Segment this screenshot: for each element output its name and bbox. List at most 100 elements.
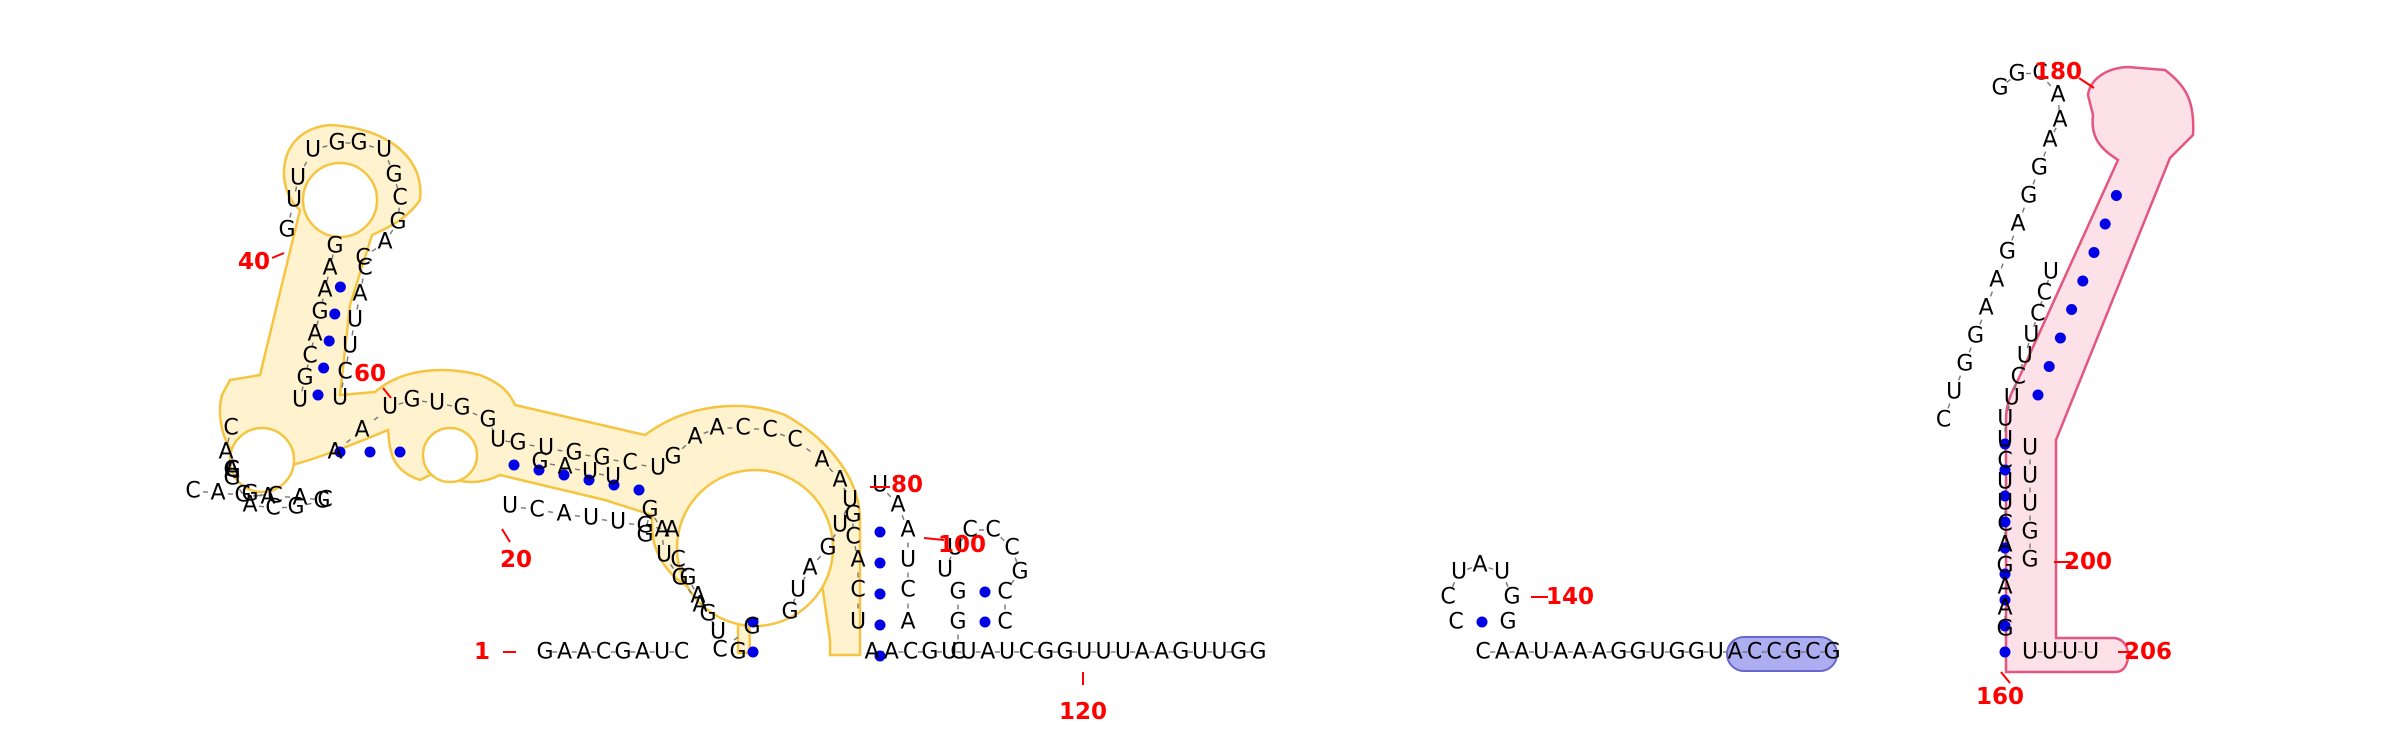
nucleotide: C: [392, 186, 407, 211]
nucleotide: G: [1824, 640, 1841, 665]
nucleotide: G: [1172, 640, 1189, 665]
backbone-link: [372, 249, 376, 252]
nucleotide: U: [605, 465, 621, 490]
backbone-link: [602, 520, 607, 521]
backbone-link: [629, 524, 634, 525]
nucleotide: C: [1936, 408, 1951, 433]
nucleotide: A: [1572, 640, 1587, 665]
base-pair-dot: [365, 447, 376, 458]
nucleotide: U: [429, 391, 445, 416]
backbone-link: [614, 460, 619, 461]
nucleotide: A: [1495, 640, 1510, 665]
nucleotide: U: [1076, 640, 1092, 665]
nucleotide: U: [872, 473, 888, 498]
nucleotide: A: [576, 640, 591, 665]
nucleotide: U: [342, 334, 358, 359]
nucleotide: A: [692, 593, 707, 618]
backbone-link: [447, 405, 452, 406]
nucleotide: U: [2043, 260, 2059, 285]
index-label-100: 100: [938, 532, 986, 558]
backbone-link: [1467, 568, 1472, 570]
nucleotide: A: [556, 502, 571, 527]
nucleotide: A: [980, 640, 995, 665]
nucleotide: U: [900, 548, 916, 573]
backbone-link: [550, 464, 555, 465]
nucleotide: A: [1979, 296, 1994, 321]
nucleotide: A: [352, 282, 367, 307]
nucleotide: G: [664, 445, 681, 470]
nucleotide: C: [787, 428, 802, 453]
nucleotide: G: [313, 489, 330, 514]
nucleotide: C: [712, 638, 727, 663]
nucleotide: G: [326, 234, 343, 259]
nucleotide: G: [2031, 156, 2048, 181]
backbone-link: [642, 465, 647, 466]
nucleotide: A: [557, 640, 572, 665]
backbone-link: [1489, 568, 1494, 570]
nucleotide: C: [1805, 640, 1820, 665]
index-tick: [502, 529, 510, 542]
nucleotide: A: [327, 440, 342, 465]
nucleotide: G: [729, 640, 746, 665]
nucleotide: A: [1514, 640, 1529, 665]
nucleotide: G: [1991, 76, 2008, 101]
nucleotide: A: [354, 418, 369, 443]
nucleotide: U: [1115, 640, 1131, 665]
nucleotide: A: [709, 416, 724, 441]
nucleotide: A: [900, 518, 915, 543]
nucleotide: G: [287, 495, 304, 520]
backbone-link: [530, 445, 535, 446]
nucleotide: U: [2022, 464, 2038, 489]
nucleotide: A: [1728, 640, 1743, 665]
nucleotide: C: [997, 580, 1012, 605]
base-pair-dot: [324, 336, 335, 347]
nucleotide: C: [997, 610, 1012, 635]
nucleotide: G: [385, 163, 402, 188]
nucleotide: G: [278, 218, 295, 243]
index-label-40: 40: [238, 249, 270, 275]
base-pair-dot: [2055, 333, 2066, 344]
nucleotide: U: [376, 138, 392, 163]
backbone-link: [586, 455, 591, 456]
nucleotide: G: [949, 610, 966, 635]
nucleotide: G: [223, 466, 240, 491]
base-pair-dot: [875, 558, 886, 569]
nucleotide: C: [265, 496, 280, 521]
nucleotide: A: [2011, 212, 2026, 237]
nucleotide: G: [2008, 62, 2025, 87]
nucleotide: C: [596, 640, 611, 665]
index-tick: [2001, 672, 2010, 683]
nucleotide: U: [656, 543, 672, 568]
nucleotide: C: [1747, 640, 1762, 665]
nucleotide: U: [1946, 380, 1962, 405]
base-pair-dot: [2066, 304, 2077, 315]
index-label-20: 20: [500, 547, 532, 573]
nucleotide: G: [949, 580, 966, 605]
loop-cutout-top: [303, 163, 377, 237]
base-pair-dot: [2111, 190, 2122, 201]
nucleotide: G: [403, 388, 420, 413]
nucleotide: G: [1630, 640, 1647, 665]
nucleotide: U: [2022, 492, 2038, 517]
base-pair-dot: [980, 587, 991, 598]
nucleotide: G: [1249, 640, 1266, 665]
index-label-60: 60: [354, 361, 386, 387]
nucleotide: A: [1154, 640, 1169, 665]
loop-cutout-mid: [423, 428, 477, 482]
nucleotide: G: [819, 536, 836, 561]
nucleotide: G: [453, 396, 470, 421]
nucleotide: C: [845, 525, 860, 550]
nucleotide: G: [1499, 610, 1516, 635]
nucleotide: C: [903, 640, 918, 665]
nucleotide: U: [332, 386, 348, 411]
base-pair-dot: [335, 282, 346, 293]
nucleotide: C: [1766, 640, 1781, 665]
nucleotide: A: [884, 640, 899, 665]
nucleotide: A: [242, 493, 257, 518]
nucleotide: U: [502, 494, 518, 519]
nucleotide: C: [735, 416, 750, 441]
nucleotide: C: [529, 498, 544, 523]
nucleotide: A: [1472, 553, 1487, 578]
backbone-link: [558, 450, 563, 451]
